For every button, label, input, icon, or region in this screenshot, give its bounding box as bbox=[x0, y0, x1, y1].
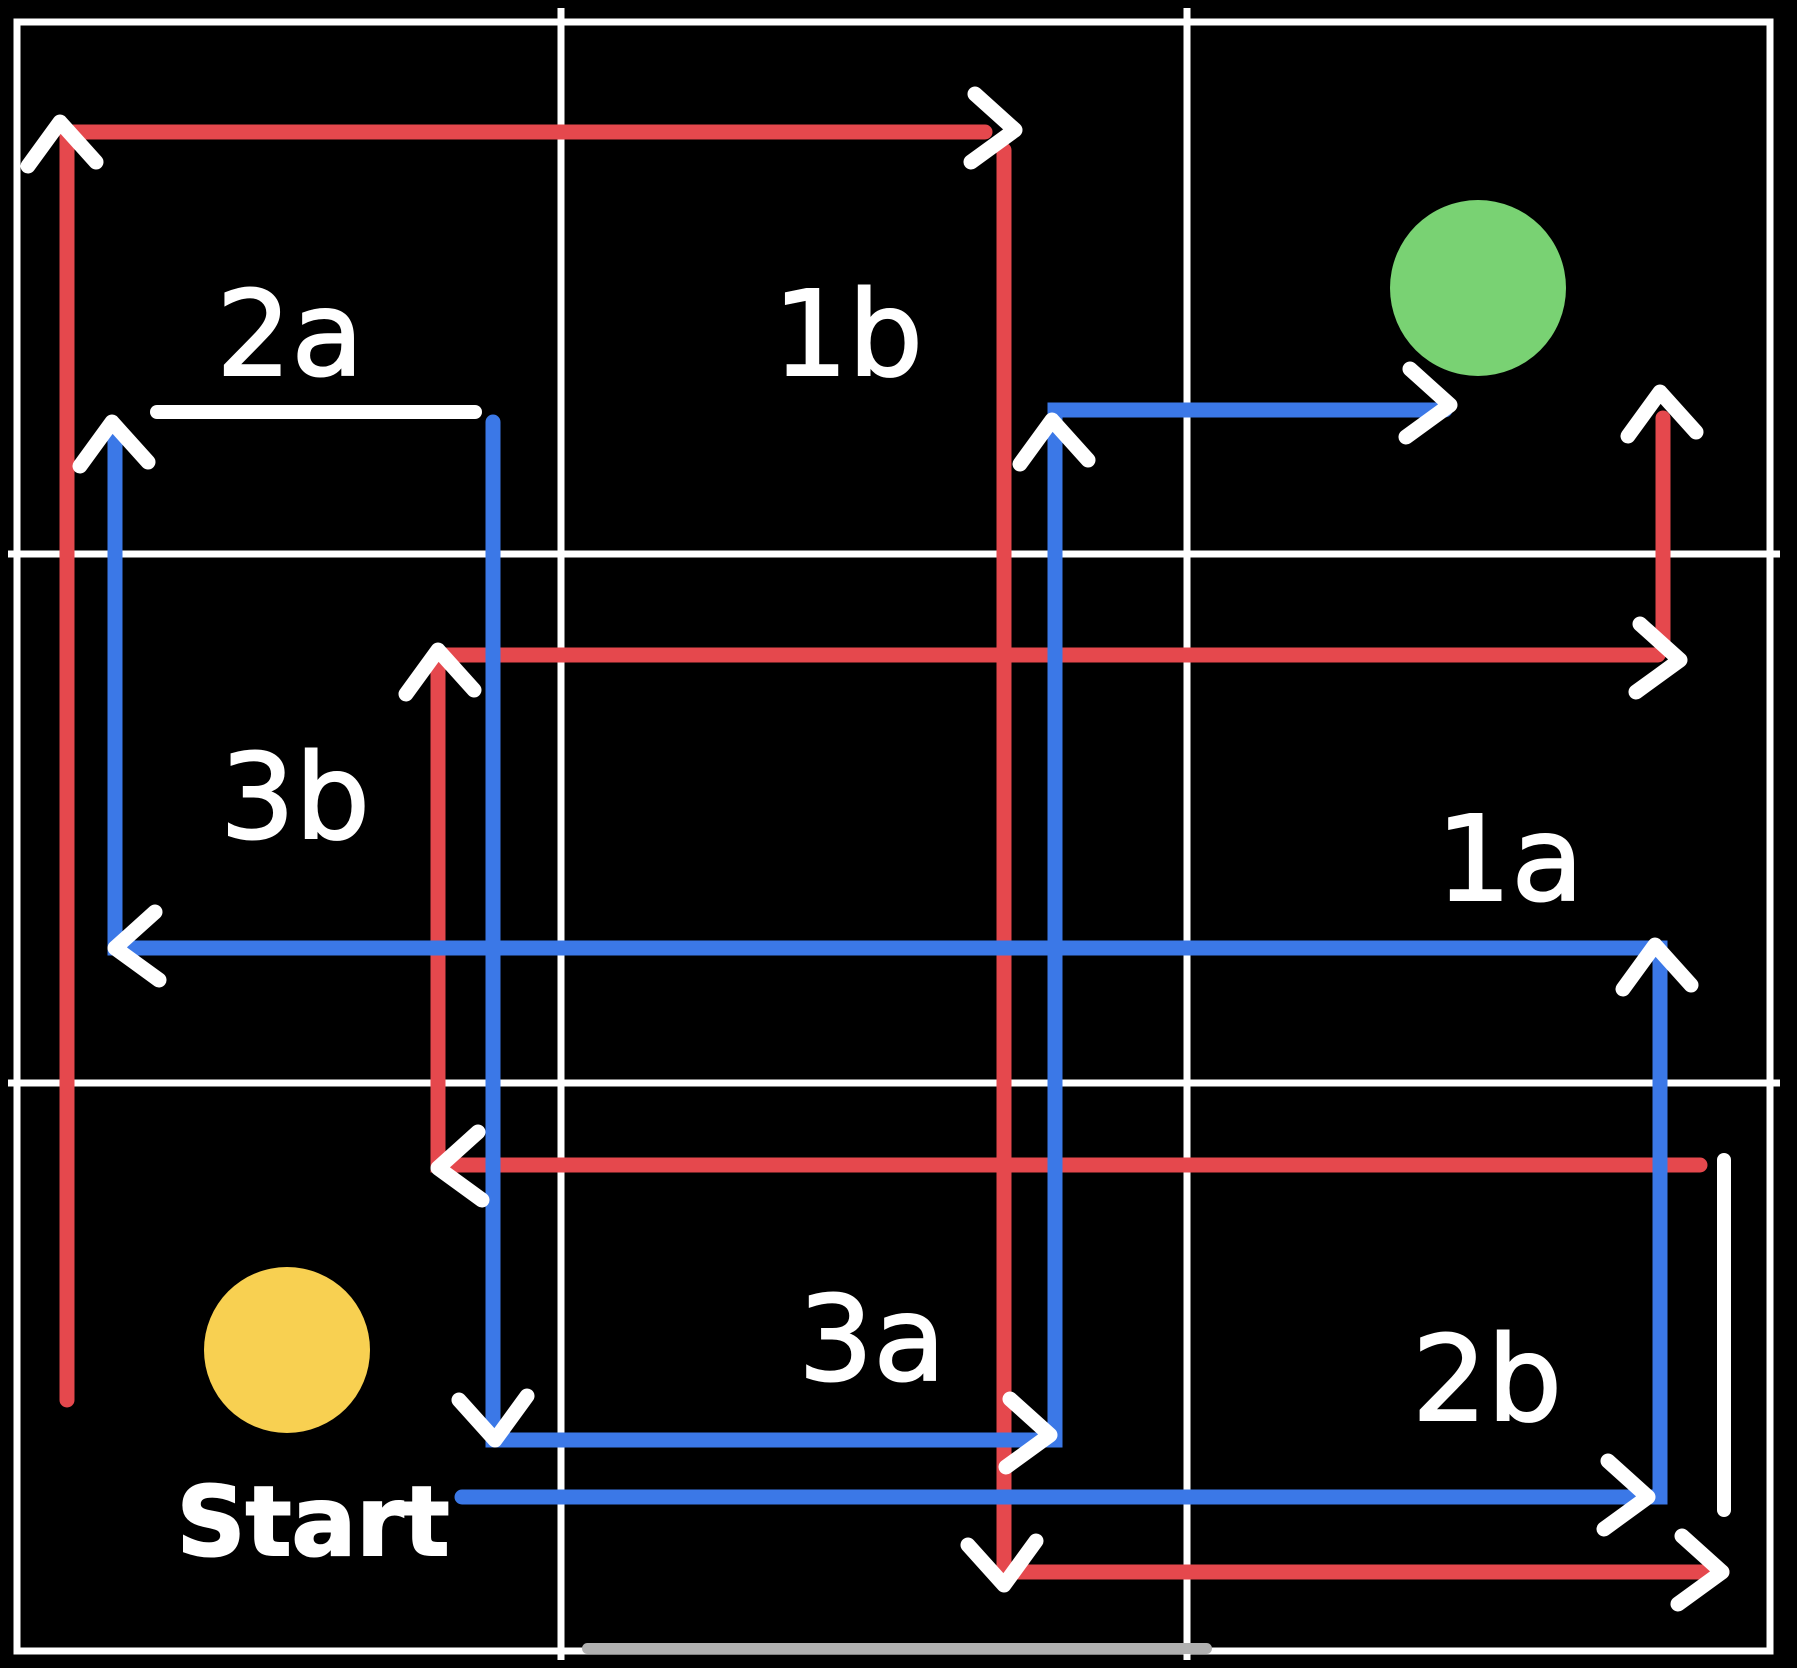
white-strokes bbox=[150, 405, 1731, 1517]
blue-arrow-right-icon bbox=[1398, 361, 1458, 445]
red-arrow-up-icon bbox=[398, 642, 482, 702]
step-label-2a: 2a bbox=[216, 265, 363, 403]
start-label: Start bbox=[176, 1466, 449, 1578]
goal-dot bbox=[1390, 200, 1566, 376]
step-label-3a: 3a bbox=[798, 1270, 945, 1408]
blue-arrow-up-icon bbox=[1615, 937, 1699, 997]
blue-arrow-up-icon bbox=[72, 414, 156, 474]
red-arrow-right-icon bbox=[1670, 1528, 1730, 1612]
step-labels: 2a 1b 3b 1a 3a 2b bbox=[215, 264, 1584, 1449]
red-arrow-down-icon bbox=[960, 1533, 1044, 1593]
red-arrow-left-icon bbox=[430, 1124, 490, 1208]
horizontal-scrollbar[interactable] bbox=[582, 1643, 1212, 1654]
blue-arrow-up-icon bbox=[1012, 412, 1096, 472]
blue-arrow-right-icon bbox=[1596, 1453, 1656, 1537]
red-arrow-up-icon bbox=[1620, 384, 1704, 444]
red-arrow-right-icon bbox=[963, 86, 1023, 170]
blue-arrow-left-icon bbox=[107, 904, 167, 988]
red-arrow-up-icon bbox=[20, 114, 104, 174]
step-label-2b: 2b bbox=[1412, 1310, 1562, 1448]
step-label-3b: 3b bbox=[220, 728, 370, 866]
markers: Start bbox=[175, 200, 1566, 1579]
blue-arrow-down-icon bbox=[451, 1388, 535, 1448]
red-arrow-right-icon bbox=[1628, 616, 1688, 700]
blue-arrow-right-icon bbox=[998, 1391, 1058, 1475]
step-label-1a: 1a bbox=[1436, 790, 1583, 928]
start-dot bbox=[204, 1267, 370, 1433]
blue-path-segment-2 bbox=[485, 402, 1453, 1448]
red-path-segment-2 bbox=[996, 142, 1730, 1580]
arrow-heads bbox=[20, 86, 1730, 1612]
step-label-1b: 1b bbox=[773, 265, 923, 403]
